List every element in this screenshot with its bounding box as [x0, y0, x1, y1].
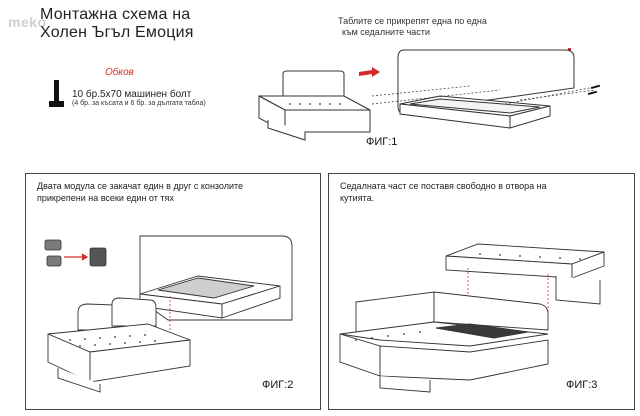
- console-bracket-icon: [44, 239, 107, 267]
- fig1-label: ФИГ:1: [366, 136, 398, 148]
- fig1-backrest: [282, 70, 345, 97]
- fig2-caption-line-1: Двата модула се закачат един в друг с ко…: [37, 181, 244, 191]
- fig1-long-seat-box: [399, 95, 551, 129]
- fig3-corner-sofa: [339, 291, 549, 393]
- hardware-heading: Обков: [105, 67, 134, 78]
- bolt-note: (4 бр. за късата и 6 бр. за дългата табл…: [72, 100, 206, 107]
- fig1-caption-line-2: към седалните части: [342, 27, 430, 37]
- fig2-caption: Двата модула се закачат един в друг с ко…: [37, 180, 243, 204]
- fig2-chaise-module: [47, 297, 191, 393]
- fig3-caption-line-1: Седалната част се поставя свободно в отв…: [340, 181, 547, 191]
- fig2-seat-box: [139, 275, 281, 319]
- title-line-2: Холен Ъгъл Емоция: [40, 24, 194, 41]
- bolt-icon: [49, 80, 64, 107]
- fig1-seat-module: [258, 70, 371, 141]
- fig1-caption-line-1: Таблите се прикрепят една по една: [338, 16, 487, 26]
- fig2-caption-line-2: прикрепени на всеки един от тях: [37, 193, 174, 203]
- fig1-arrow-1: [359, 67, 380, 77]
- bolt-description: 10 бр.5х70 машинен болт: [72, 89, 192, 100]
- page-title: Монтажна схема на Холен Ъгъл Емоция: [40, 6, 194, 42]
- fig3-caption-line-2: кутията.: [340, 193, 375, 203]
- watermark: meko: [8, 14, 47, 30]
- title-line-1: Монтажна схема на: [40, 6, 191, 23]
- fig3-caption: Седалната част се поставя свободно в отв…: [340, 180, 547, 204]
- fig3-seat-cushion: [445, 243, 605, 305]
- fig2-label: ФИГ:2: [262, 379, 294, 391]
- fig3-label: ФИГ:3: [566, 379, 598, 391]
- fig1-caption: Таблите се прикрепят една по една към се…: [338, 16, 487, 38]
